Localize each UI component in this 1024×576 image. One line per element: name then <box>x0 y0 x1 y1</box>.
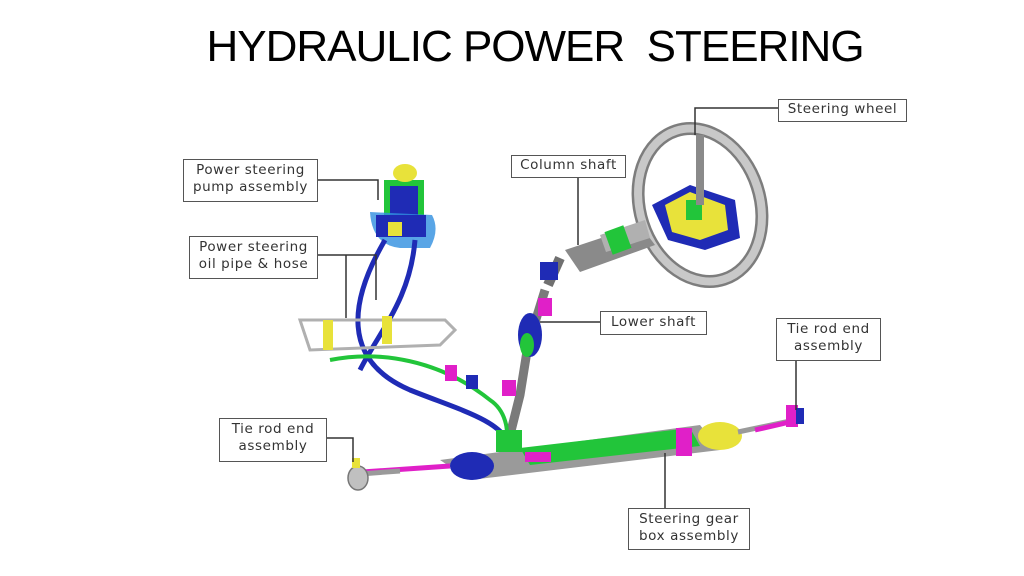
label-pump-assembly: Power steering pump assembly <box>183 159 318 202</box>
lower-shaft-part <box>502 288 552 437</box>
tie-rod-left-part <box>347 458 451 491</box>
page-title: HYDRAULIC POWER STEERING <box>206 22 864 71</box>
label-lower-shaft: Lower shaft <box>600 311 707 335</box>
tie-rod-right-part <box>737 405 804 435</box>
leader-oil-pipe <box>318 254 377 318</box>
leader-pump <box>318 179 379 200</box>
label-tie-rod-end-right: Tie rod end assembly <box>776 318 881 361</box>
label-steering-wheel: Steering wheel <box>778 99 907 122</box>
steering-wheel-part <box>631 122 769 288</box>
oil-pipe-hose-part <box>297 238 513 447</box>
label-steering-gear-box: Steering gear box assembly <box>628 508 750 550</box>
label-oil-pipe-hose: Power steering oil pipe & hose <box>189 236 318 279</box>
label-column-shaft: Column shaft <box>511 155 626 178</box>
leader-tie-rod-left <box>327 437 354 462</box>
pump-assembly-part <box>370 164 436 248</box>
steering-gear-box-part <box>440 422 742 480</box>
leader-steering-wheel <box>694 107 778 135</box>
label-tie-rod-end-left: Tie rod end assembly <box>219 418 327 462</box>
column-shaft-part <box>540 220 655 288</box>
